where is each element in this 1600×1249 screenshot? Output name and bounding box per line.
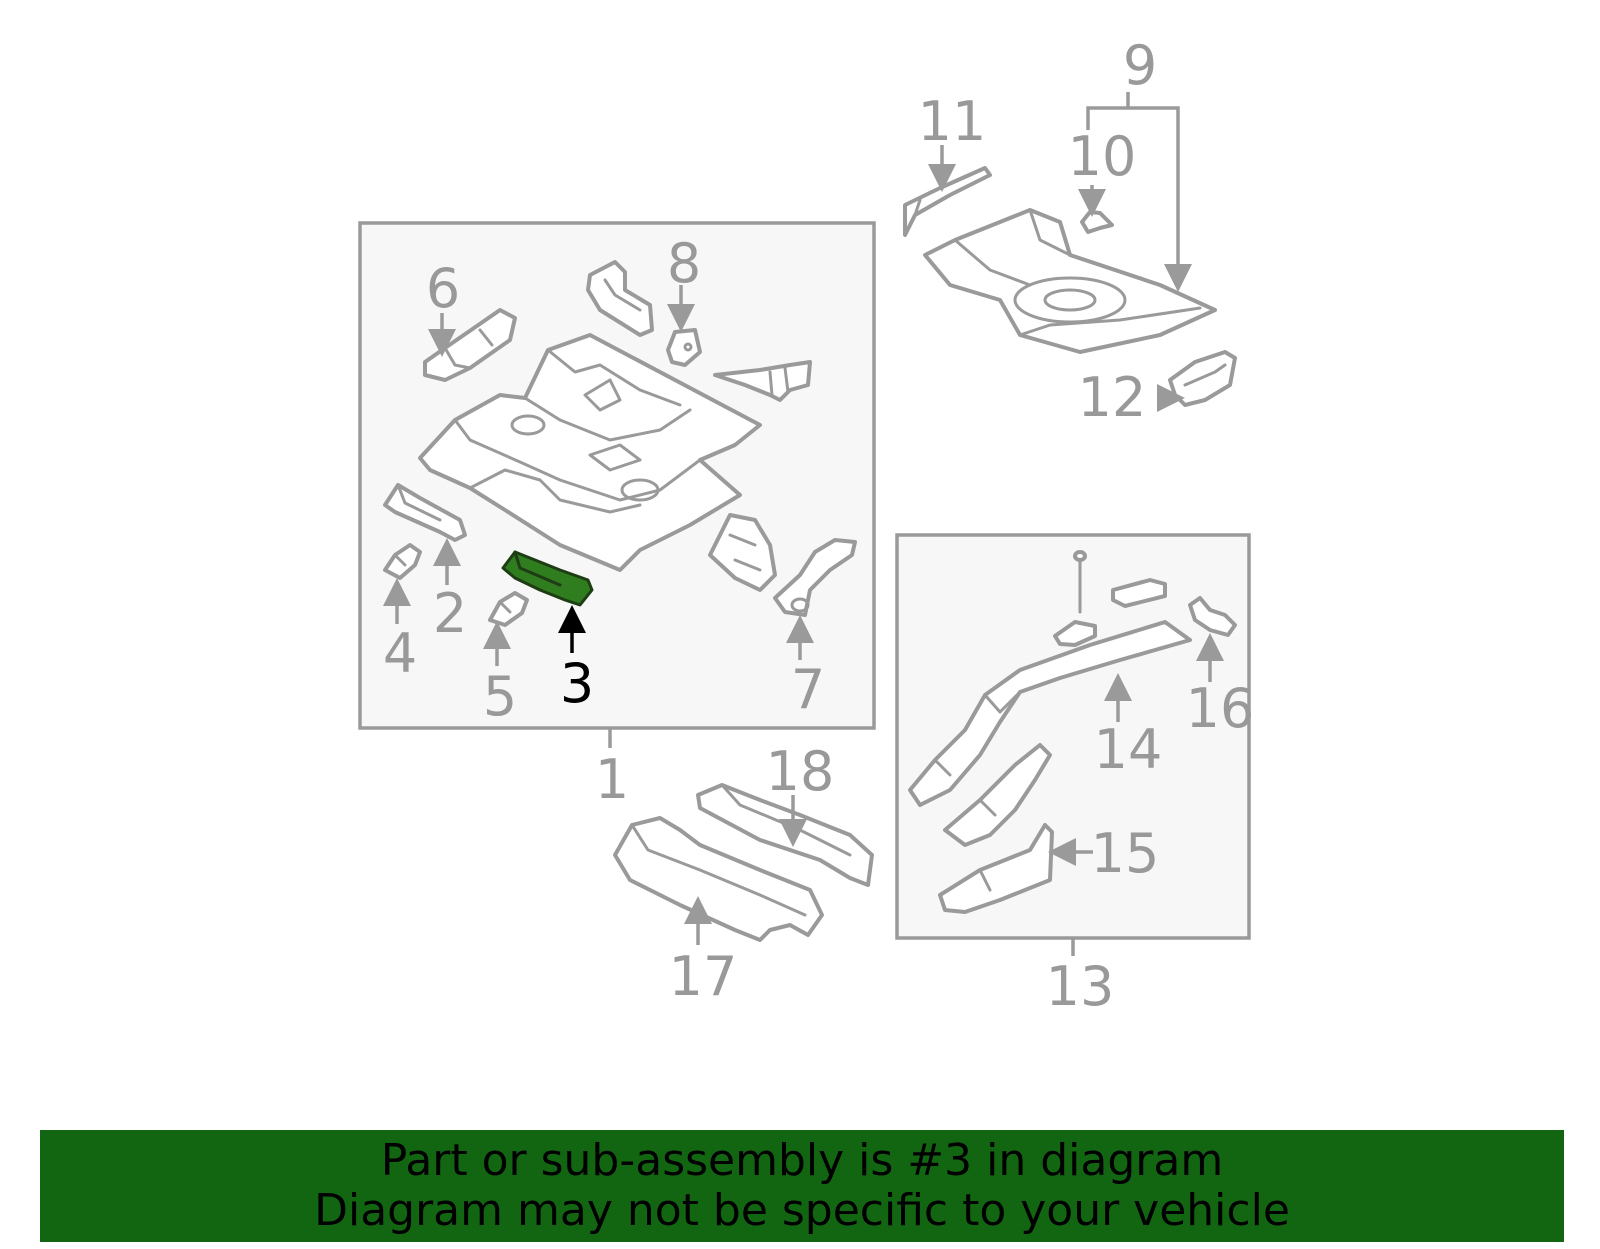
upper-bracket [586,260,654,337]
part-13-clip [1053,620,1097,647]
callout-4: 4 [383,622,417,685]
assembly-box-13 [895,533,1251,940]
part-11 [903,166,992,237]
callout-16: 16 [1186,677,1255,740]
banner-line-2: Diagram may not be specific to your vehi… [314,1185,1290,1236]
part-10 [1080,210,1114,234]
part-9-rear-floor [923,208,1217,354]
callout-17: 17 [669,945,738,1008]
rear-floor-pan [418,333,762,572]
info-banner: Part or sub-assembly is #3 in diagram Di… [40,1130,1564,1242]
callout-12: 12 [1078,366,1147,429]
callout-2: 2 [433,582,467,645]
callout-10: 10 [1068,125,1137,188]
callout-5: 5 [483,665,517,728]
callout-1: 1 [595,748,629,811]
part-16 [1188,596,1237,637]
callout-15: 15 [1091,822,1160,885]
callout-18: 18 [766,740,835,803]
callout-7: 7 [791,658,825,721]
part-2 [383,483,467,542]
part-8 [666,328,702,367]
part-13-mid-bracket [943,743,1052,847]
part-6 [423,308,517,382]
callout-14: 14 [1094,718,1163,781]
right-bracket [713,360,812,402]
part-3-highlighted[interactable] [501,550,594,607]
side-member-bracket [708,513,777,592]
callout-9: 9 [1123,34,1157,97]
callout-3[interactable]: 3 [560,652,594,715]
callout-6: 6 [426,257,460,320]
part-14-rail [908,620,1192,807]
part-13-small-bracket [1111,578,1167,608]
part-7 [773,538,857,617]
callout-8: 8 [667,232,701,295]
callout-13: 13 [1046,955,1115,1018]
part-bolt [1073,550,1087,614]
leader-9 [1086,106,1192,292]
part-12 [1168,350,1237,407]
banner-line-1: Part or sub-assembly is #3 in diagram [380,1135,1224,1186]
callout-11: 11 [918,90,987,153]
